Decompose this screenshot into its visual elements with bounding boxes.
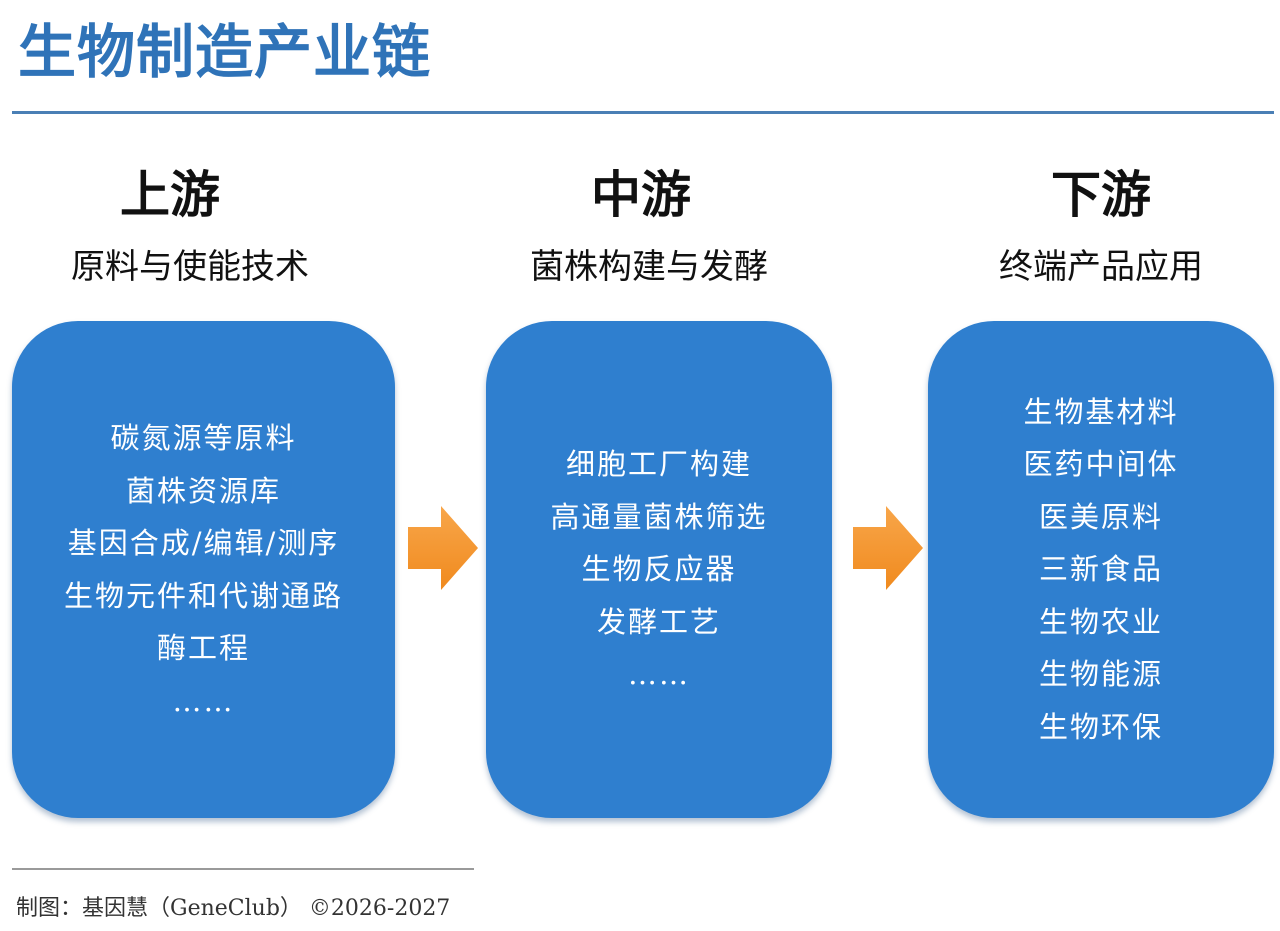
page-title: 生物制造产业链 [18, 18, 432, 86]
downstream-item: 生物基材料 [1023, 394, 1179, 429]
title-divider [12, 111, 1274, 114]
upstream-item: 生物元件和代谢通路 [63, 578, 343, 613]
upstream-item: 酶工程 [156, 631, 250, 665]
midstream-item: 生物反应器 [581, 552, 737, 587]
downstream-box: 生物基材料 医药中间体 医美原料 三新食品 生物农业 生物能源 生物环保 [928, 321, 1274, 818]
right-arrow-icon [408, 506, 478, 590]
midstream-box: 细胞工厂构建 高通量菌株筛选 生物反应器 发酵工艺 …… [486, 321, 832, 818]
upstream-item: 基因合成/编辑/测序 [67, 526, 340, 560]
midstream-subheading: 菌株构建与发酵 [530, 247, 768, 287]
downstream-item: 生物能源 [1038, 657, 1163, 692]
midstream-item: …… [628, 657, 690, 692]
footer-divider [12, 868, 474, 870]
upstream-box: 碳氮源等原料 菌株资源库 基因合成/编辑/测序 生物元件和代谢通路 酶工程 …… [12, 321, 395, 818]
footer-credit: 制图：基因慧（GeneClub） ©2026-2027 [16, 896, 451, 921]
midstream-item: 发酵工艺 [596, 604, 721, 639]
midstream-item: 高通量菌株筛选 [550, 499, 768, 534]
downstream-item: 生物环保 [1038, 709, 1163, 744]
upstream-item: 菌株资源库 [125, 473, 281, 508]
upstream-subheading: 原料与使能技术 [71, 247, 309, 287]
downstream-heading: 下游 [1051, 165, 1151, 224]
downstream-item: 生物农业 [1038, 604, 1163, 639]
downstream-item: 医药中间体 [1023, 447, 1179, 482]
midstream-heading: 中游 [591, 165, 691, 224]
upstream-heading: 上游 [120, 165, 220, 224]
downstream-item: 三新食品 [1038, 552, 1163, 587]
upstream-item: …… [172, 683, 235, 718]
downstream-item: 医美原料 [1038, 499, 1163, 534]
downstream-subheading: 终端产品应用 [999, 247, 1203, 287]
upstream-item: 碳氮源等原料 [110, 421, 297, 455]
right-arrow-icon [853, 506, 923, 590]
midstream-item: 细胞工厂构建 [565, 447, 752, 482]
